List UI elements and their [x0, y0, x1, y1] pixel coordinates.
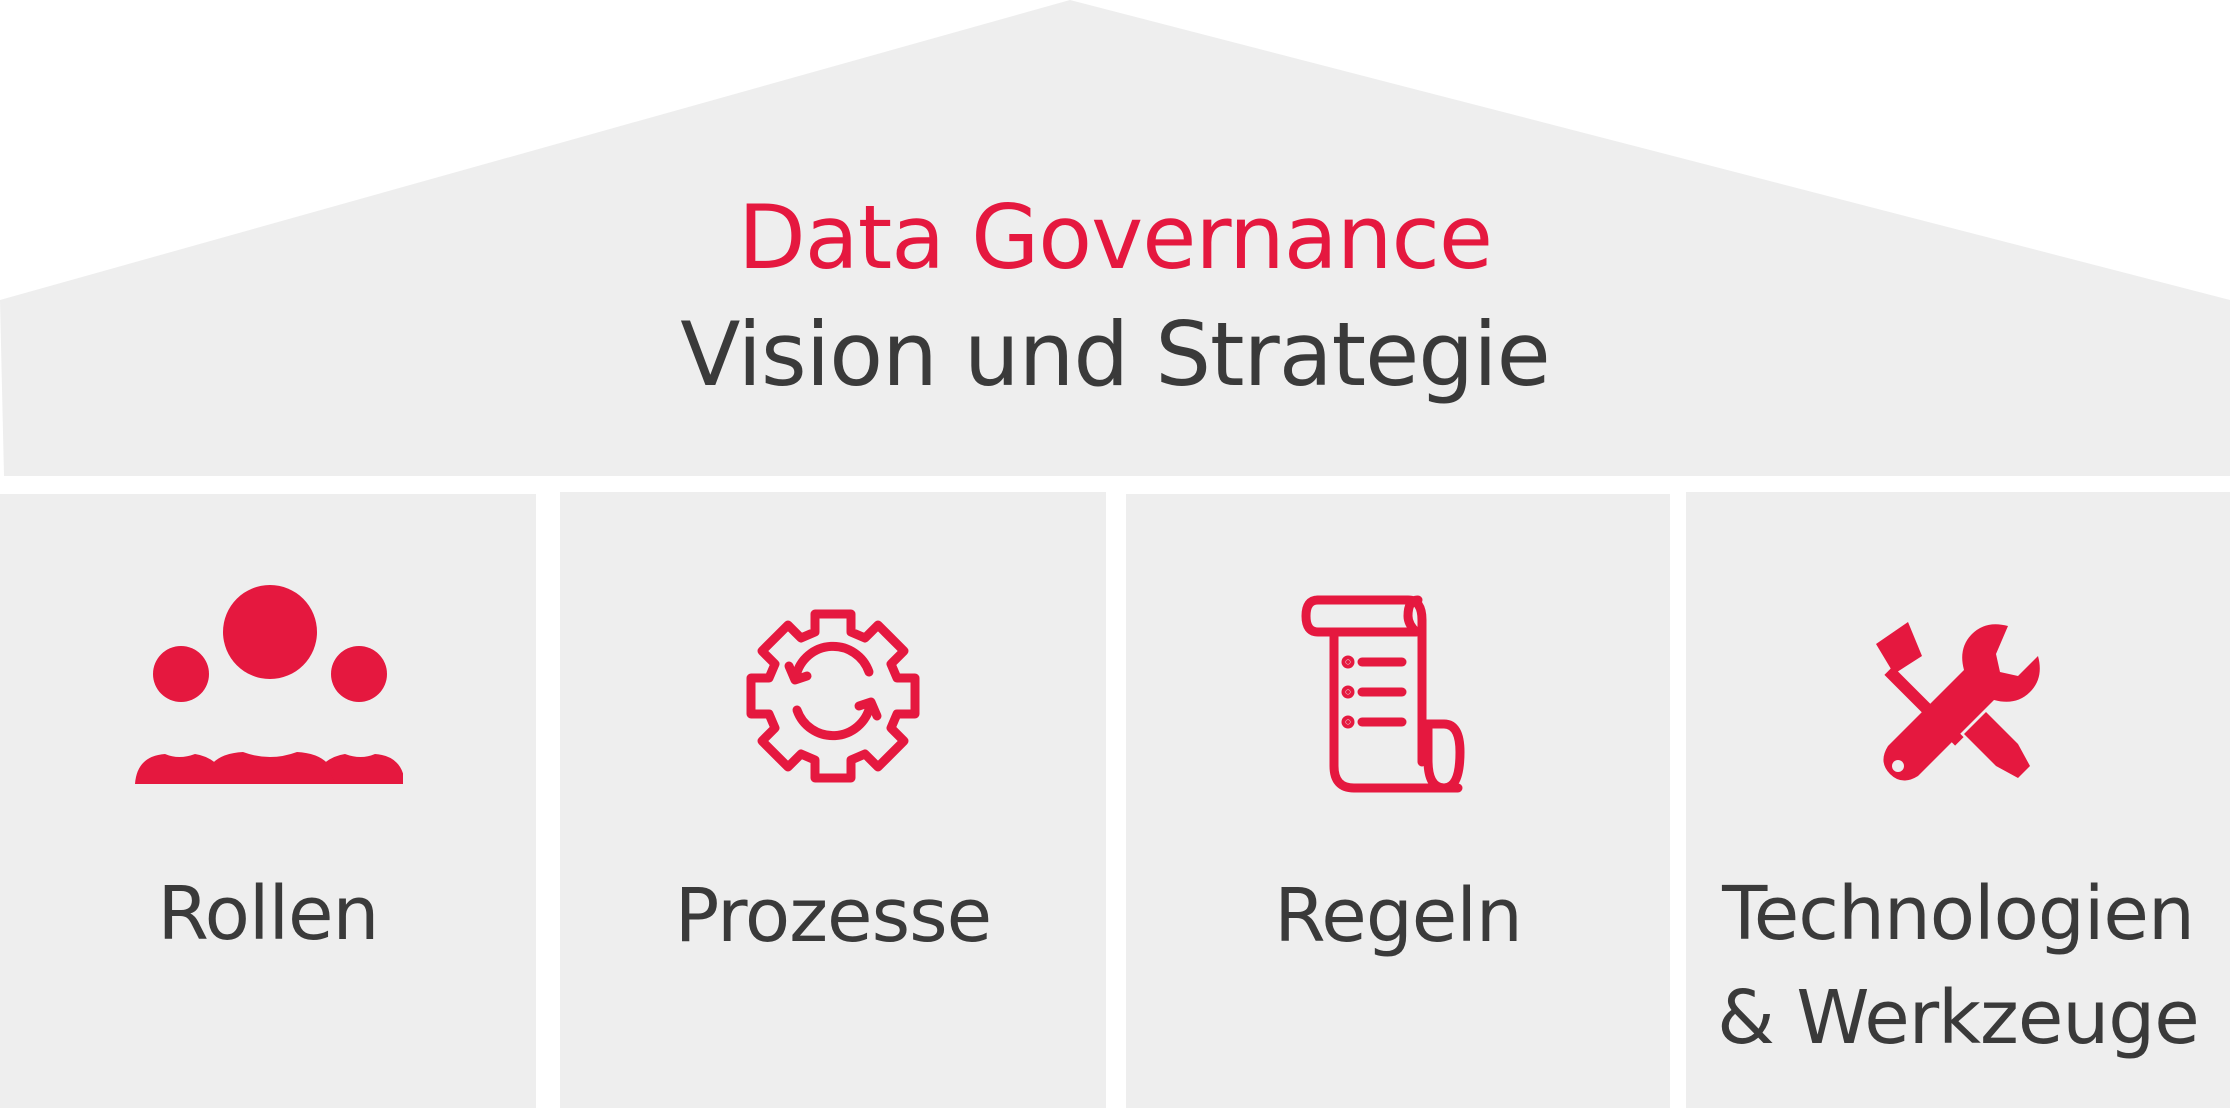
pillar-technologien: Technologien & Werkzeuge	[1686, 492, 2230, 1108]
tools-icon	[1686, 616, 2230, 836]
pillar-prozesse: Prozesse	[560, 492, 1106, 1108]
pillar-label-technologien: Technologien & Werkzeuge	[1717, 871, 2200, 1061]
roof-subtitle: Vision und Strategie	[680, 303, 1551, 406]
roof-shape	[0, 0, 2230, 476]
scroll-document-icon	[1126, 594, 1670, 814]
pillar-rollen: Rollen	[0, 494, 536, 1108]
people-group-icon	[0, 584, 536, 804]
pillar-regeln: Regeln	[1126, 494, 1670, 1108]
pillar-label-rollen: Rollen	[157, 871, 380, 957]
pillar-label-prozesse: Prozesse	[674, 873, 992, 959]
gear-process-icon	[560, 596, 1106, 816]
roof-title: Data Governance	[738, 186, 1493, 289]
pillar-label-regeln: Regeln	[1274, 873, 1523, 959]
